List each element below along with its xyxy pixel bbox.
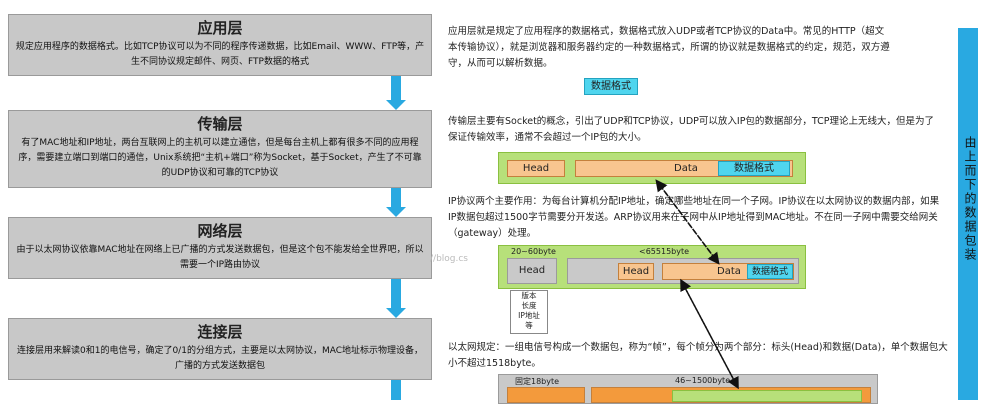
tcp-packet: Head Data 数据格式 (498, 152, 806, 184)
tcp-head: Head (507, 160, 565, 177)
tcp-data: Data 数据格式 (575, 160, 793, 177)
wrap-direction-banner: 由上而下的数据包装 (958, 28, 978, 400)
paragraph-network: IP协议两个主要作用：为每台计算机分配IP地址，确定哪些地址在同一个子网。IP协… (448, 196, 940, 239)
ip-inner-data: Data 数据格式 (662, 263, 794, 280)
layer-desc: 有了MAC地址和IP地址，两台互联网上的主机可以建立通信，但是每台主机上都有很多… (18, 138, 422, 178)
layer-application: 应用层 规定应用程序的数据格式。比如TCP协议可以为不同的程序传递数据，比如Em… (8, 14, 432, 76)
watermark-text: //blog.cs (430, 254, 468, 264)
down-arrow-icon (386, 380, 406, 400)
ip-packet: 20~60byte <65515byte Head Head Data 数据格式 (498, 245, 806, 289)
eth-data-size: 46~1500byte (675, 376, 731, 385)
eth-head-size: 固定18byte (515, 377, 560, 386)
down-arrow-icon (386, 279, 406, 318)
layer-title: 网络层 (197, 222, 243, 240)
ip-head: Head (507, 258, 557, 284)
layer-network: 网络层 由于以太网协议依靠MAC地址在网络上已广播的方式发送数据包，但是这个包不… (8, 217, 432, 279)
tcp-data-format: 数据格式 (718, 161, 790, 176)
down-arrow-icon (386, 76, 406, 110)
ip-head-fields: 版本 长度 IP地址 等 (510, 290, 548, 334)
eth-head (507, 387, 585, 403)
tcp-data-label: Data (674, 163, 698, 174)
layer-title: 传输层 (197, 115, 243, 133)
ip-head-size: 20~60byte (511, 247, 556, 256)
data-format-tag: 数据格式 (584, 78, 638, 95)
ip-inner-data-format: 数据格式 (747, 264, 793, 279)
down-arrow-icon (386, 188, 406, 217)
layer-link: 连接层 连接层用来解读0和1的电信号，确定了0/1的分组方式，主要是以太网协议，… (8, 318, 432, 380)
ip-inner-data-label: Data (717, 266, 741, 277)
layer-desc: 规定应用程序的数据格式。比如TCP协议可以为不同的程序传递数据，比如Email、… (15, 42, 425, 67)
paragraph-link: 以太网规定：一组电信号构成一个数据包，称为“帧”，每个帧分为两个部分：标头(He… (448, 342, 948, 369)
layer-title: 应用层 (197, 19, 243, 37)
banner-text: 由上而下的数据包装 (963, 136, 977, 262)
layer-desc: 由于以太网协议依靠MAC地址在网络上已广播的方式发送数据包，但是这个包不能发给全… (16, 245, 424, 270)
layer-transport: 传输层 有了MAC地址和IP地址，两台互联网上的主机可以建立通信，但是每台主机上… (8, 110, 432, 188)
paragraph-transport: 传输层主要有Socket的概念，引出了UDP和TCP协议，UDP可以放入IP包的… (448, 116, 935, 143)
eth-data (591, 387, 871, 403)
ip-data: Head Data 数据格式 (567, 258, 799, 284)
ip-inner-head: Head (618, 263, 654, 280)
ip-data-size: <65515byte (639, 247, 690, 256)
layer-desc: 连接层用来解读0和1的电信号，确定了0/1的分组方式，主要是以太网协议，MAC地… (17, 346, 423, 371)
paragraph-application: 应用层就是规定了应用程序的数据格式，数据格式放入UDP或者TCP协议的Data中… (448, 26, 890, 69)
layer-title: 连接层 (197, 323, 243, 341)
